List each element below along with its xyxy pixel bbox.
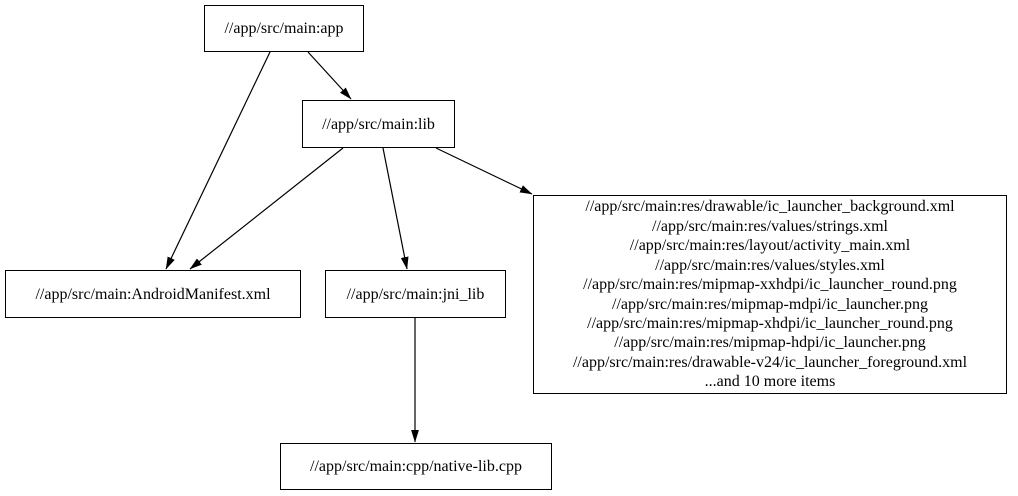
resource-more-items: ...and 10 more items [704,373,836,391]
edge-app-to-android-manifest [165,51,271,270]
node-native-lib-cpp: //app/src/main:cpp/native-lib.cpp [280,443,552,490]
resource-item: //app/src/main:res/mipmap-xhdpi/ic_launc… [587,314,953,332]
edge-lib-to-jni-lib [382,147,409,270]
node-lib-label: //app/src/main:lib [322,115,435,133]
resource-item: //app/src/main:res/mipmap-mdpi/ic_launch… [612,295,928,313]
edge-app-to-lib [307,51,352,100]
edge-lib-to-android-manifest [189,147,344,270]
resource-item: //app/src/main:res/mipmap-hdpi/ic_launch… [614,334,926,352]
node-native-lib-cpp-label: //app/src/main:cpp/native-lib.cpp [310,458,522,475]
node-app-target: //app/src/main:app [204,5,364,52]
resource-item: //app/src/main:res/values/styles.xml [655,256,885,274]
node-app-label: //app/src/main:app [224,20,344,37]
node-jni-lib-label: //app/src/main:jni_lib [346,285,485,303]
resource-item: //app/src/main:res/drawable-v24/ic_launc… [572,353,968,371]
node-android-manifest: //app/src/main:AndroidManifest.xml [5,270,301,318]
resource-item: //app/src/main:res/values/strings.xml [652,217,888,235]
edge-lib-to-resources [435,147,533,195]
node-lib-target: //app/src/main:lib [302,100,455,148]
node-jni-lib: //app/src/main:jni_lib [325,270,506,318]
resource-item: //app/src/main:res/layout/activity_main.… [629,237,911,255]
node-android-manifest-label: //app/src/main:AndroidManifest.xml [35,285,271,303]
resource-item: //app/src/main:res/mipmap-xxhdpi/ic_laun… [583,276,957,294]
resource-item: //app/src/main:res/drawable/ic_launcher_… [585,198,955,216]
node-resources-group: //app/src/main:res/drawable/ic_launcher_… [533,195,1007,394]
